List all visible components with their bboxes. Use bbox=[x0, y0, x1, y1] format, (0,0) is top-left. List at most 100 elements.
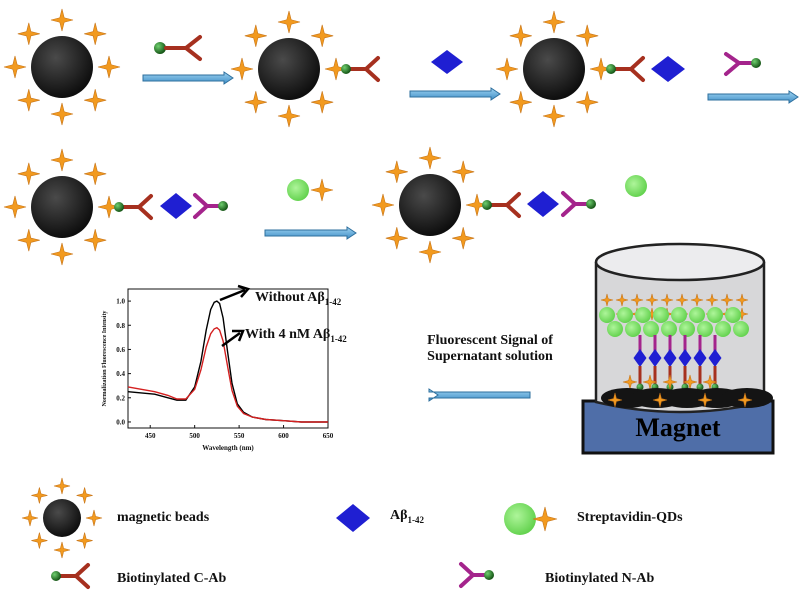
quantum-dot-icon bbox=[504, 503, 536, 535]
streptavidin-star-icon bbox=[50, 8, 74, 32]
bead-core bbox=[43, 499, 81, 537]
antibody-c-icon bbox=[482, 192, 521, 218]
streptavidin-star-icon bbox=[615, 293, 629, 307]
legend-label-c-ab: Biotinylated C-Ab bbox=[117, 571, 227, 586]
streptavidin-star-icon bbox=[720, 293, 734, 307]
legend-label-n-ab: Biotinylated N-Ab bbox=[545, 571, 655, 586]
streptavidin-star-icon bbox=[495, 57, 519, 81]
streptavidin-star-icon bbox=[645, 293, 659, 307]
bead-core bbox=[399, 174, 461, 236]
x-tick-label: 500 bbox=[189, 432, 200, 440]
process-arrow-icon bbox=[264, 226, 357, 240]
streptavidin-star-icon bbox=[277, 10, 301, 34]
streptavidin-star-icon bbox=[452, 227, 475, 250]
abeta-diamond-icon bbox=[663, 349, 677, 367]
legend-label-abeta: Aβ1-42 bbox=[390, 508, 424, 525]
y-tick-label: 0.4 bbox=[116, 370, 125, 378]
streptavidin-star-icon bbox=[589, 57, 613, 81]
streptavidin-star-icon bbox=[50, 148, 74, 172]
quantum-dot-icon bbox=[617, 307, 633, 323]
quantum-dot-icon bbox=[607, 321, 623, 337]
x-tick-label: 450 bbox=[145, 432, 156, 440]
antibody-n-icon bbox=[724, 52, 754, 76]
streptavidin-star-icon bbox=[53, 541, 71, 559]
streptavidin-star-icon bbox=[3, 195, 27, 219]
streptavidin-star-icon bbox=[50, 102, 74, 126]
biotin-dot-icon bbox=[696, 383, 704, 391]
abeta-diamond-icon bbox=[336, 504, 370, 532]
streptavidin-star-icon bbox=[85, 509, 103, 527]
streptavidin-star-icon bbox=[97, 195, 121, 219]
streptavidin-star-icon bbox=[31, 487, 48, 504]
quantum-dot-icon bbox=[697, 321, 713, 337]
quantum-dot-icon bbox=[653, 307, 669, 323]
magnet-assembly bbox=[581, 242, 775, 455]
streptavidin-star-icon bbox=[244, 24, 267, 47]
streptavidin-star-icon bbox=[690, 293, 704, 307]
streptavidin-star-icon bbox=[76, 532, 93, 549]
biotin-dot-icon bbox=[218, 201, 228, 211]
biotin-dot-icon bbox=[154, 42, 166, 54]
process-arrow-icon bbox=[142, 71, 234, 85]
magnet-label: Magnet bbox=[635, 413, 721, 442]
biotin-dot-icon bbox=[341, 64, 351, 74]
streptavidin-star-icon bbox=[662, 374, 678, 390]
streptavidin-star-icon bbox=[311, 24, 334, 47]
annotation-arrow-without bbox=[219, 288, 246, 302]
streptavidin-star-icon bbox=[509, 91, 532, 114]
streptavidin-star-icon bbox=[630, 293, 644, 307]
streptavidin-star-icon bbox=[311, 91, 334, 114]
streptavidin-star-icon bbox=[277, 104, 301, 128]
streptavidin-star-icon bbox=[324, 57, 348, 81]
streptavidin-star-icon bbox=[31, 532, 48, 549]
quantum-dot-icon bbox=[725, 307, 741, 323]
streptavidin-star-icon bbox=[84, 22, 107, 45]
streptavidin-star-icon bbox=[76, 487, 93, 504]
streptavidin-star-icon bbox=[465, 193, 489, 217]
streptavidin-star-icon bbox=[17, 89, 40, 112]
biotin-dot-icon bbox=[51, 571, 61, 581]
plot-frame bbox=[127, 288, 329, 429]
quantum-dot-icon bbox=[661, 321, 677, 337]
antibody-c-icon bbox=[164, 35, 202, 61]
streptavidin-star-icon bbox=[230, 57, 254, 81]
abeta-diamond-icon bbox=[693, 349, 707, 367]
streptavidin-star-icon bbox=[97, 55, 121, 79]
x-axis-label: Wavelength (nm) bbox=[202, 444, 254, 452]
streptavidin-star-icon bbox=[542, 104, 566, 128]
antibody-c-icon bbox=[114, 194, 153, 220]
streptavidin-star-icon bbox=[600, 293, 614, 307]
magnetic-bead-icon bbox=[230, 10, 348, 128]
streptavidin-star-icon bbox=[50, 242, 74, 266]
abeta-diamond-icon bbox=[160, 193, 192, 219]
bead-core bbox=[523, 38, 585, 100]
streptavidin-star-icon bbox=[675, 293, 689, 307]
magnetic-bead-icon bbox=[495, 10, 613, 128]
streptavidin-star-icon bbox=[652, 392, 668, 408]
quantum-dot-icon bbox=[733, 321, 749, 337]
quantum-dot-icon bbox=[643, 321, 659, 337]
antibody-c-icon bbox=[341, 56, 380, 82]
annotation-arrow-with bbox=[221, 331, 241, 348]
magnetic-bead-icon bbox=[3, 8, 121, 126]
series-label-without-abeta: Without Aβ1-42 bbox=[255, 290, 342, 307]
streptavidin-star-icon bbox=[452, 160, 475, 183]
y-tick-label: 1.0 bbox=[116, 298, 125, 306]
streptavidin-star-icon bbox=[735, 293, 749, 307]
x-tick-label: 650 bbox=[323, 432, 334, 440]
series-line-with-abeta bbox=[127, 326, 328, 423]
quantum-dot-icon bbox=[671, 307, 687, 323]
abeta-diamond-icon bbox=[678, 349, 692, 367]
streptavidin-star-icon bbox=[3, 55, 27, 79]
bead-core bbox=[31, 176, 93, 238]
quantum-dot-icon bbox=[287, 179, 309, 201]
abeta-diamond-icon bbox=[431, 50, 463, 74]
streptavidin-star-icon bbox=[84, 162, 107, 185]
legend-label-magnetic-beads: magnetic beads bbox=[117, 510, 210, 525]
streptavidin-star-icon bbox=[705, 293, 719, 307]
process-arrow-icon bbox=[409, 87, 501, 101]
bead-conjugate-stack bbox=[599, 293, 773, 408]
antibody-n-icon bbox=[561, 191, 596, 217]
streptavidin-star-icon bbox=[84, 89, 107, 112]
quantum-dot-icon bbox=[599, 307, 615, 323]
